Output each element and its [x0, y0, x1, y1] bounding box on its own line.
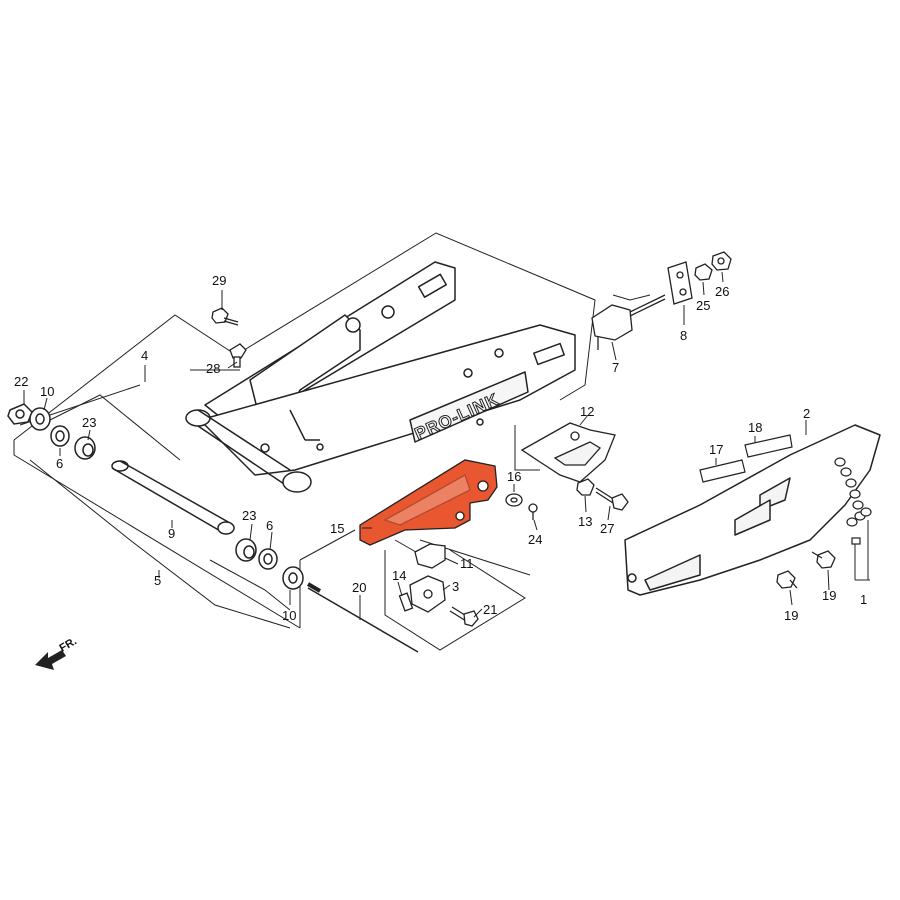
callout-19-right: 19: [822, 588, 836, 603]
adjuster-block-3-11-14-21: [398, 543, 479, 627]
callout-17: 17: [709, 442, 723, 457]
callout-11: 11: [460, 556, 474, 571]
callout-13: 13: [578, 514, 592, 529]
callout-29: 29: [212, 273, 226, 288]
callout-7: 7: [612, 360, 619, 375]
pivot-shaft: [111, 460, 235, 535]
callout-24: 24: [528, 532, 542, 547]
callout-3: 3: [452, 579, 459, 594]
callout-10-right: 10: [282, 608, 296, 623]
bolt-19-left: [776, 570, 798, 589]
callout-5: 5: [154, 573, 161, 588]
bearings-and-collars: [7, 403, 304, 590]
callout-2: 2: [803, 406, 810, 421]
callout-16: 16: [507, 469, 521, 484]
hardware-13-16-24-27: [505, 478, 629, 520]
labels-17-18: [699, 434, 793, 483]
callout-23-right: 23: [242, 508, 256, 523]
callout-20: 20: [352, 580, 366, 595]
callout-23-left: 23: [82, 415, 96, 430]
swingarm: [185, 261, 576, 493]
callout-25: 25: [696, 298, 710, 313]
chain-case-2: [624, 424, 881, 596]
plate-8: [667, 261, 693, 305]
callout-19-left: 19: [784, 608, 798, 623]
callout-9: 9: [168, 526, 175, 541]
callout-26: 26: [715, 284, 729, 299]
callout-22: 22: [14, 374, 28, 389]
callout-numbers: 1 2 3 4 5 6 6 7 8 9 10 10 11 12 13 14 15…: [14, 273, 867, 623]
bracket-7: [591, 294, 666, 350]
bolt-29: [211, 307, 239, 326]
callout-14: 14: [392, 568, 406, 583]
callout-6-right: 6: [266, 518, 273, 533]
leader-lines: [23, 271, 830, 620]
callout-15: 15: [330, 521, 344, 536]
callout-10-left: 10: [40, 384, 54, 399]
callout-28: 28: [206, 361, 220, 376]
grease-fitting-28: [229, 343, 247, 368]
adjuster-rod-20: [306, 582, 419, 653]
nut-26: [711, 251, 732, 271]
callout-4: 4: [141, 348, 148, 363]
front-direction-indicator: FR.: [35, 635, 79, 670]
front-direction-label: FR.: [58, 635, 79, 654]
nut-25: [694, 263, 713, 281]
chain-guide-12: [520, 422, 616, 483]
callout-18: 18: [748, 420, 762, 435]
drive-chain-1: [834, 457, 872, 545]
callout-12: 12: [580, 404, 594, 419]
callout-6-left: 6: [56, 456, 63, 471]
callout-8: 8: [680, 328, 687, 343]
bolt-19-right: [811, 550, 836, 569]
front-arrow-icon: [35, 650, 66, 670]
callout-27: 27: [600, 521, 614, 536]
chain-slider-15: [359, 459, 498, 546]
callout-21: 21: [483, 602, 497, 617]
callout-1: 1: [860, 592, 867, 607]
